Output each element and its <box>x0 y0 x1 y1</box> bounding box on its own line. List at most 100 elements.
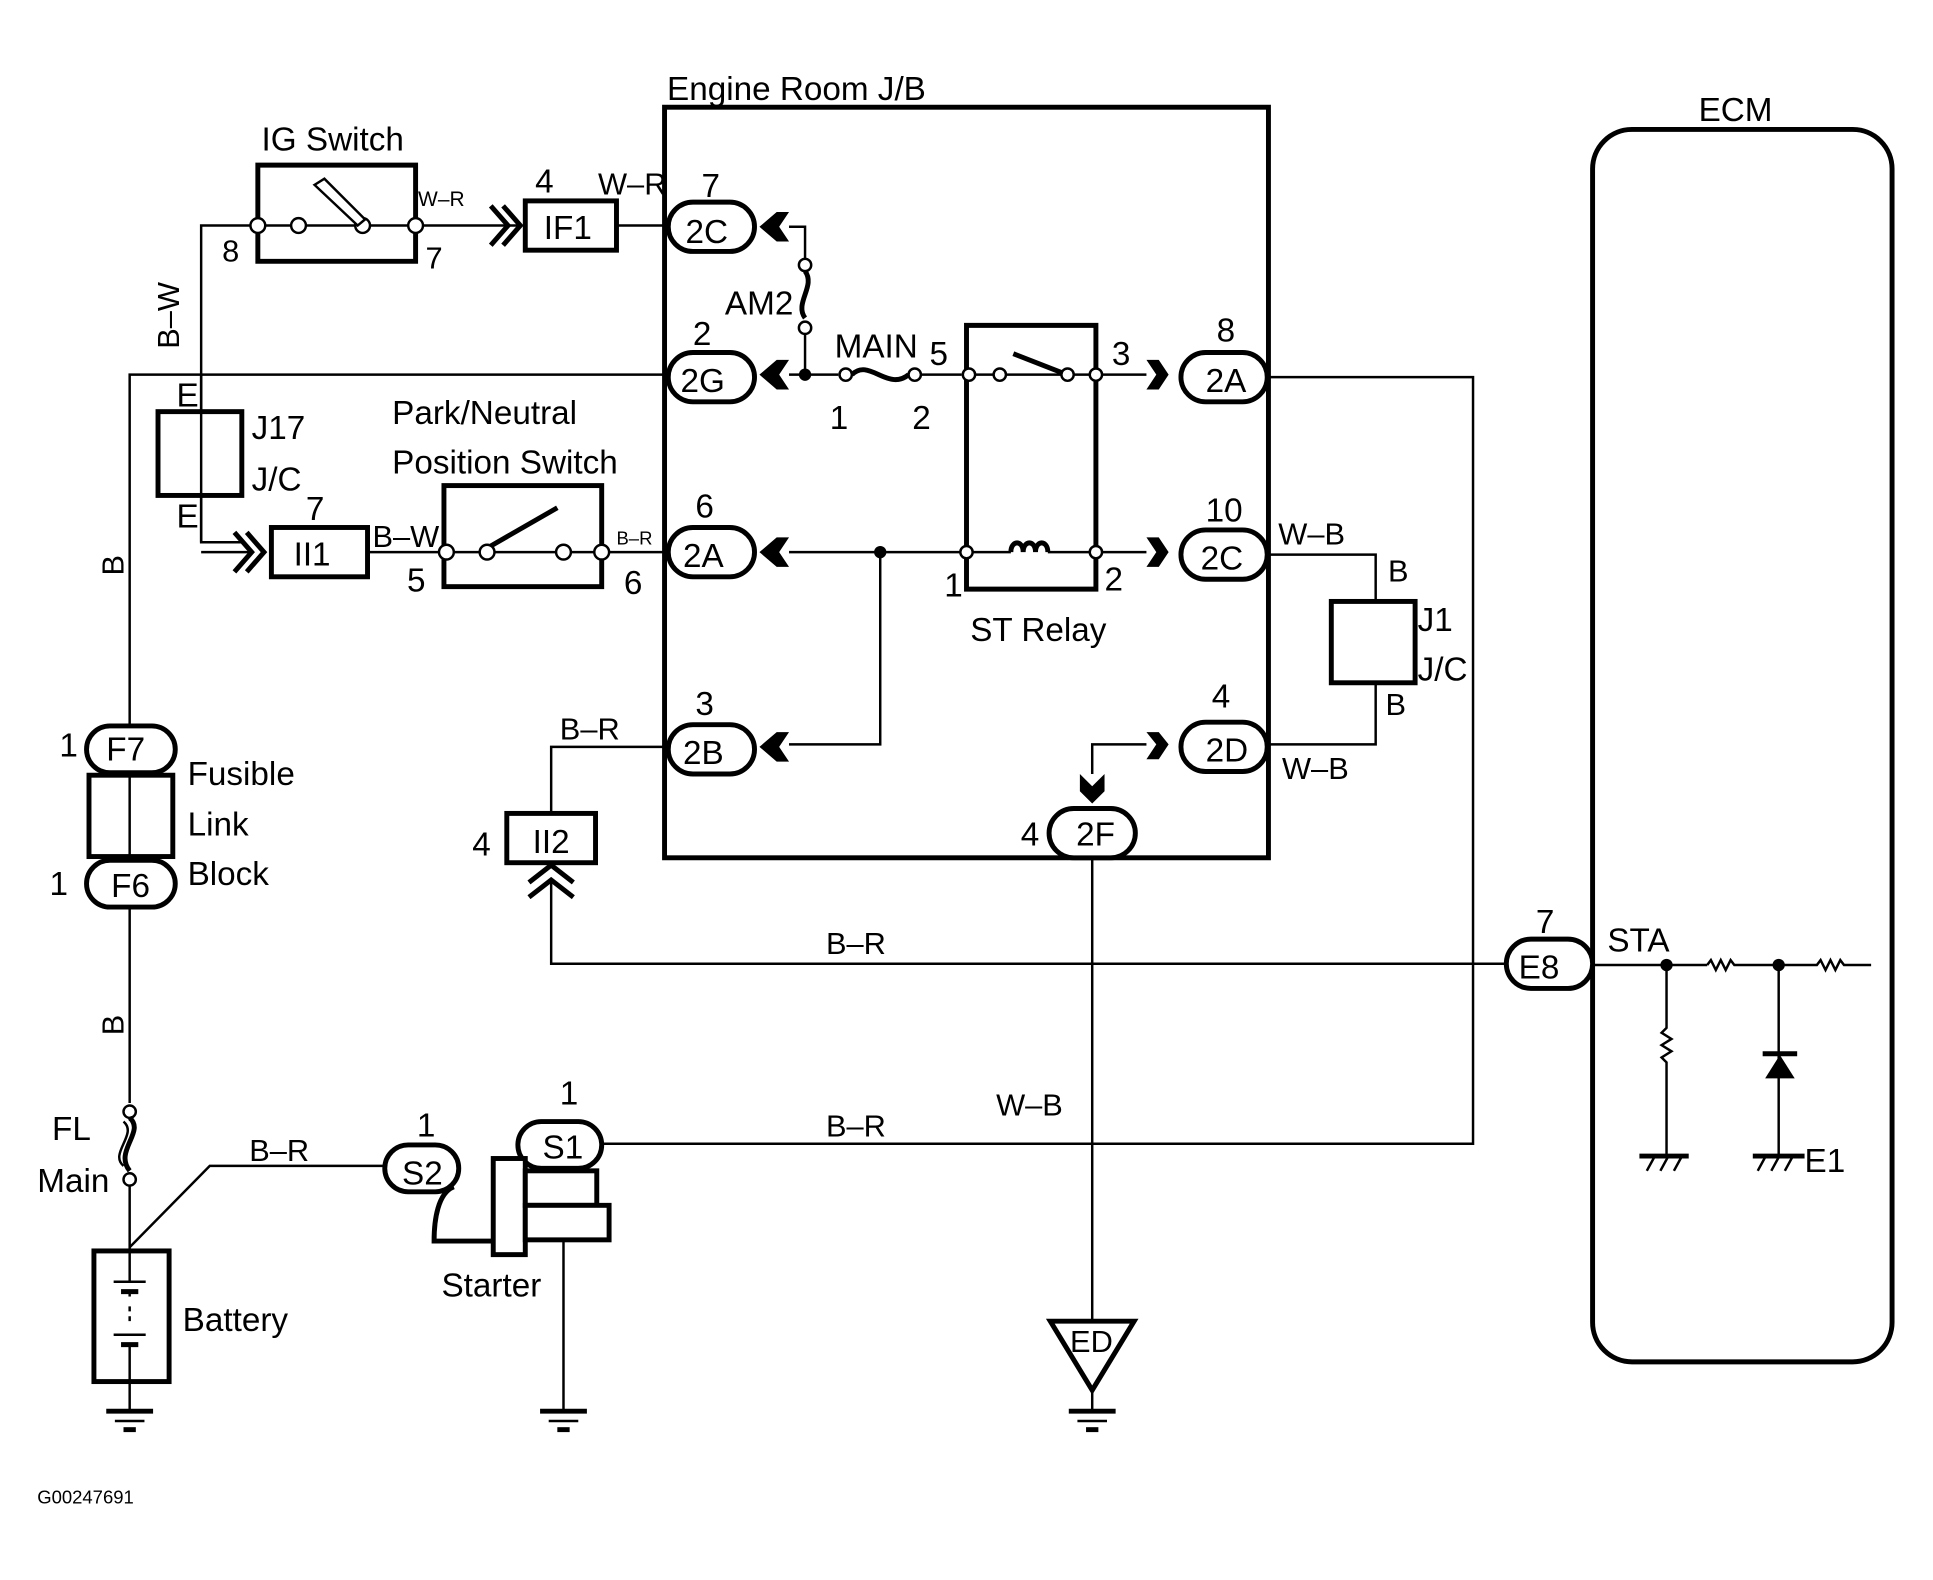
svg-text:4: 4 <box>1212 678 1231 715</box>
connector-2C-7: 2C 7 <box>665 168 790 254</box>
arrow-down-icon <box>1079 773 1105 804</box>
ig-pin-8: 8 <box>222 233 239 268</box>
wire-label-br-pn: B–R <box>616 528 652 549</box>
wire-label-br-s2: B–R <box>249 1133 309 1168</box>
svg-text:2D: 2D <box>1206 733 1249 770</box>
svg-text:II1: II1 <box>294 537 331 574</box>
ig-switch: IG Switch 8 7 <box>222 121 442 275</box>
svg-text:7: 7 <box>1536 904 1555 941</box>
svg-text:J/C: J/C <box>252 462 302 499</box>
wire-label-br-2b: B–R <box>560 711 620 746</box>
st-relay-label: ST Relay <box>970 612 1107 649</box>
svg-text:4: 4 <box>472 826 491 863</box>
svg-text:5: 5 <box>407 563 426 600</box>
ground-ED: ED <box>1045 1318 1139 1433</box>
svg-text:3: 3 <box>1112 336 1131 373</box>
svg-text:S2: S2 <box>402 1155 443 1192</box>
svg-text:2: 2 <box>912 400 931 437</box>
svg-text:2A: 2A <box>1206 363 1248 400</box>
connector-2G: 2G 2 <box>665 316 790 405</box>
ecm-box <box>1590 126 1895 1365</box>
ig-switch-label: IG Switch <box>262 121 404 158</box>
starter-label: Starter <box>441 1268 541 1305</box>
ig-switch-box <box>255 162 419 264</box>
connector-2A-8: 2A 8 <box>1178 312 1270 405</box>
svg-text:Block: Block <box>188 856 270 893</box>
connector-II1: II1 7 <box>268 491 370 580</box>
arrow-left-icon <box>759 732 790 762</box>
ecm-internal-circuit: STA E1 <box>1592 922 1872 1180</box>
connector-2B: 2B 3 <box>665 686 790 777</box>
wire-label-br-s1: B–R <box>826 1108 886 1143</box>
engine-room-jb-label: Engine Room J/B <box>667 71 926 108</box>
arrow-right-icon <box>1146 359 1169 390</box>
svg-text:3: 3 <box>695 686 714 723</box>
connector-2A-6: 2A 6 <box>665 489 790 580</box>
wire-label-wr-if1: W–R <box>598 167 666 202</box>
battery-label: Battery <box>183 1302 289 1339</box>
svg-text:FL: FL <box>52 1111 91 1148</box>
svg-text:Main: Main <box>37 1163 109 1200</box>
svg-text:II2: II2 <box>533 824 570 861</box>
arrow-left-icon <box>759 211 790 242</box>
connector-arrow-icon <box>488 204 524 247</box>
arrow-left-icon <box>759 537 790 567</box>
battery: Battery <box>91 1248 289 1385</box>
svg-text:ED: ED <box>1070 1324 1113 1359</box>
svg-text:6: 6 <box>695 489 714 526</box>
svg-text:2B: 2B <box>683 735 724 772</box>
svg-text:5: 5 <box>930 336 949 373</box>
svg-text:4: 4 <box>1021 816 1040 853</box>
wire-label-b-upper: B <box>96 555 131 576</box>
connector-IF1: IF1 4 <box>522 163 619 253</box>
svg-text:B: B <box>1388 554 1409 589</box>
ground-battery-icon <box>106 1381 154 1433</box>
diode-icon <box>1765 1054 1795 1079</box>
svg-text:IF1: IF1 <box>544 210 592 247</box>
svg-text:2: 2 <box>693 316 712 353</box>
svg-text:J1: J1 <box>1418 602 1453 639</box>
wire-label-wr-ig: W–R <box>418 188 465 211</box>
svg-text:1: 1 <box>50 866 69 903</box>
wire-label-bw-ii1: B–W <box>372 519 439 554</box>
wire-label-bw: B–W <box>151 282 186 349</box>
park-neutral-switch: Park/Neutral Position Switch 5 6 <box>392 395 642 602</box>
connector-2F: 2F 4 <box>1021 806 1138 861</box>
svg-text:1: 1 <box>944 568 963 605</box>
fuse-main-icon <box>850 367 911 383</box>
svg-text:7: 7 <box>702 168 721 205</box>
svg-text:2C: 2C <box>686 214 729 251</box>
starter-motor-icon <box>431 1184 494 1244</box>
svg-text:1: 1 <box>830 400 849 437</box>
starter: S2 1 S1 1 Starter <box>382 1075 612 1305</box>
svg-text:F6: F6 <box>111 868 150 905</box>
svg-text:2F: 2F <box>1076 816 1115 853</box>
svg-text:4: 4 <box>535 163 554 200</box>
ig-pin-7: 7 <box>425 241 442 276</box>
wire-label-wb-2c: W–B <box>1278 517 1345 552</box>
engine-room-jb: Engine Room J/B <box>662 71 1271 861</box>
svg-text:F7: F7 <box>106 731 145 768</box>
fuse-am2-label: AM2 <box>725 285 793 322</box>
svg-text:E: E <box>177 498 199 535</box>
svg-text:J17: J17 <box>252 410 306 447</box>
svg-text:S1: S1 <box>543 1130 584 1167</box>
ecm-terminal-e1: E1 <box>1805 1143 1846 1180</box>
relay-coil-icon <box>1008 540 1051 553</box>
connector-2C-10: 2C 10 <box>1178 492 1270 582</box>
svg-text:2G: 2G <box>681 363 725 400</box>
st-relay-box <box>964 322 1099 592</box>
pn-switch-label-2: Position Switch <box>392 444 618 481</box>
arrow-right-icon <box>1146 732 1169 760</box>
svg-text:J/C: J/C <box>1418 651 1468 688</box>
fusible-link-block: F7 1 F6 1 Fusible Link Block <box>50 723 295 910</box>
fuse-main-label: MAIN <box>835 328 918 365</box>
ground-starter-icon <box>540 1408 587 1433</box>
resistor-icon <box>1706 957 1872 973</box>
svg-text:B: B <box>1386 687 1407 722</box>
svg-text:1: 1 <box>560 1075 579 1112</box>
fuse-am2-icon <box>799 269 811 320</box>
svg-text:Fusible: Fusible <box>188 756 295 793</box>
junction-J17: E E J17 J/C <box>155 374 306 543</box>
